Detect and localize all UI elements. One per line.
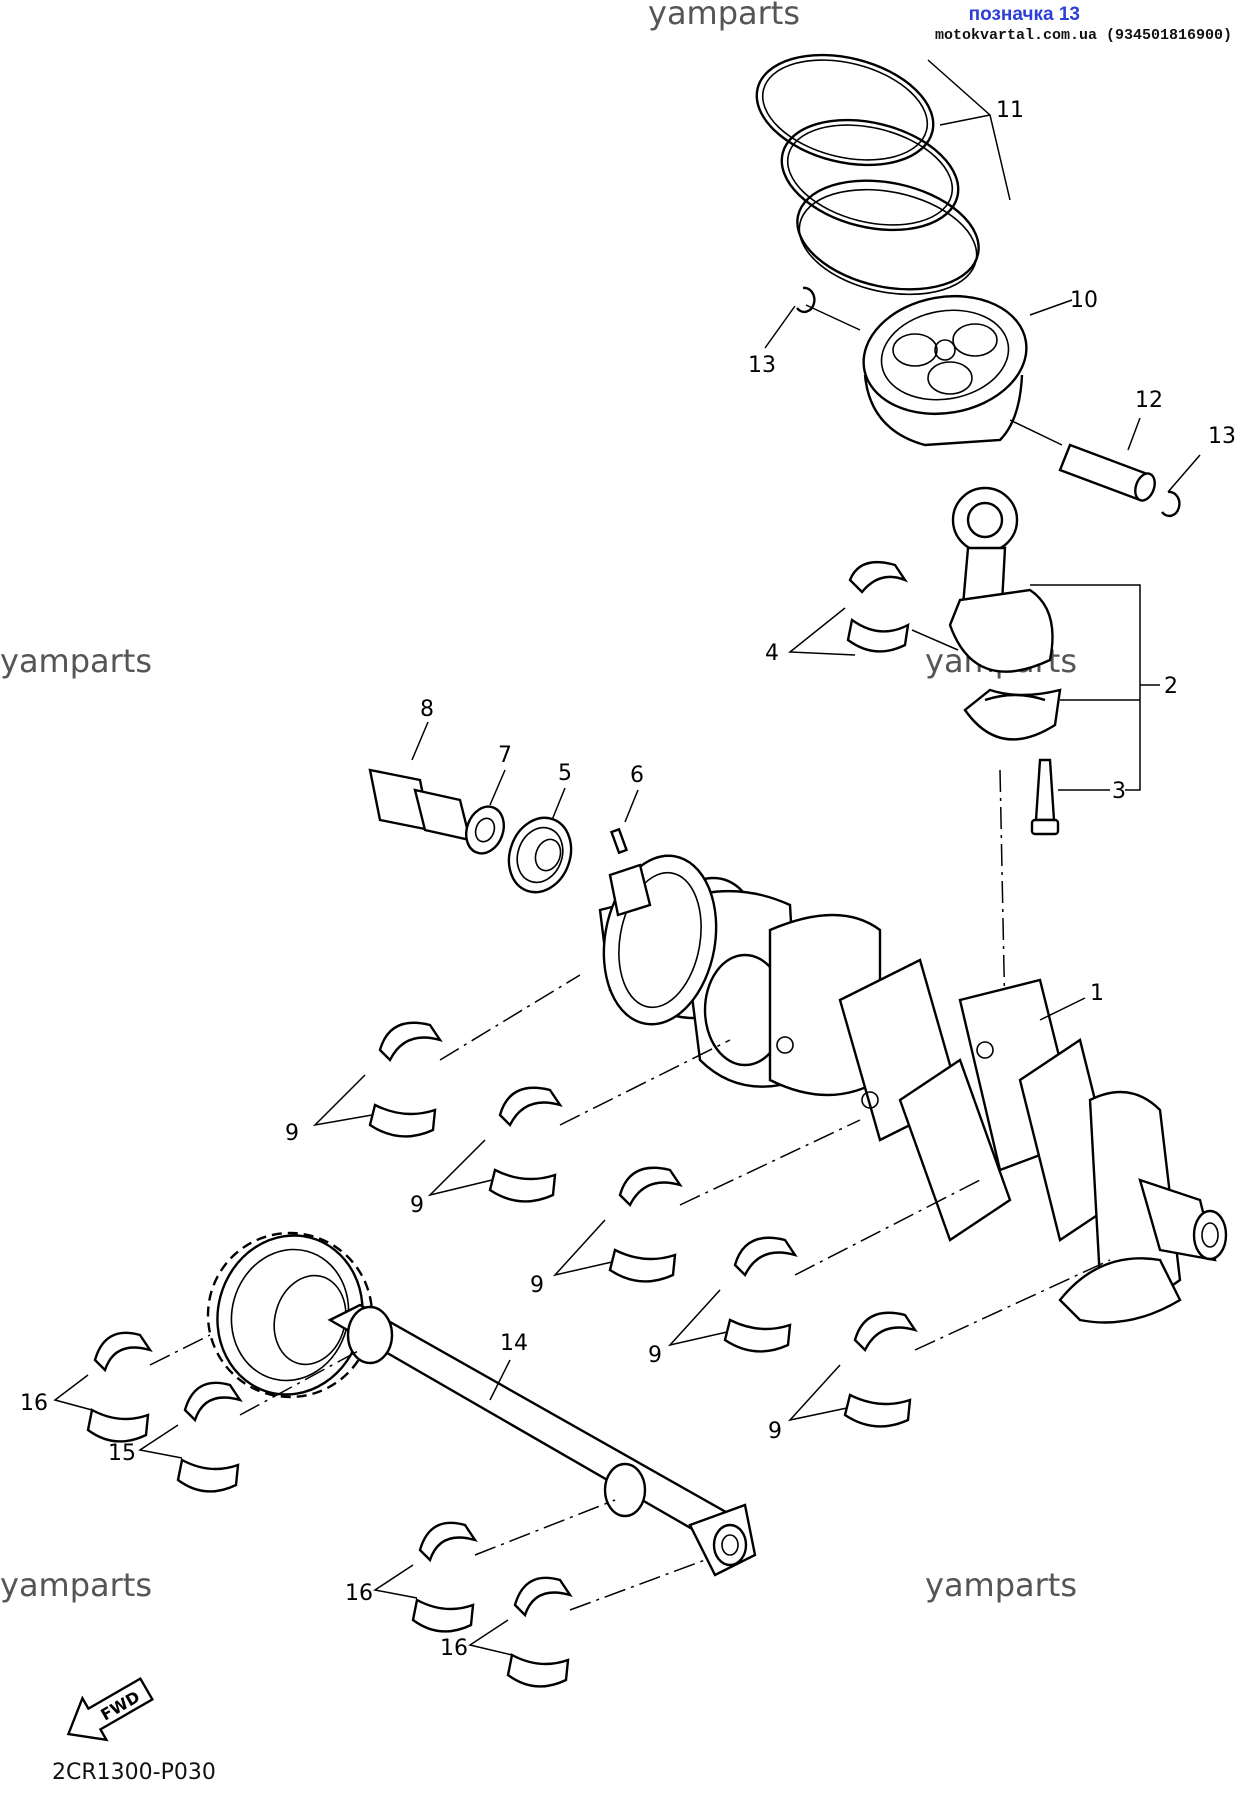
callout-2: 2 [1164,674,1178,699]
leader-6 [624,789,639,823]
dash-16a [149,1334,211,1366]
fwd-arrow: FWD [66,1676,155,1742]
callout-14: 14 [500,1331,528,1356]
piston-clip-left [796,286,816,314]
callout-13a: 13 [748,353,776,378]
leader-9b [427,1139,493,1197]
rod-bolt [1030,758,1060,836]
balancer-bearing-16a [86,1331,153,1443]
callout-9a: 9 [285,1121,299,1146]
leader-2-top [1030,584,1141,791]
leader-13a [764,305,796,349]
balancer-shaft [206,1231,757,1577]
leader-9a [312,1074,373,1127]
leader-16b [373,1564,418,1599]
callout-6: 6 [630,763,644,788]
dash-9d [794,1179,981,1276]
badge-site: motokvartal.com.ua (934501816900) [934,27,1232,44]
leader-9e [787,1364,848,1422]
leader-15 [138,1424,183,1459]
callout-11: 11 [996,98,1024,123]
leader-14 [489,1359,511,1401]
dash-16b [474,1499,616,1556]
callout-5: 5 [558,761,572,786]
piston-clip-right [1161,490,1181,518]
leader-8 [411,721,429,761]
piston-rings [755,53,980,296]
callout-1: 1 [1090,981,1104,1006]
leader-5 [551,787,566,821]
leader-9d [667,1289,728,1347]
dash-16c [569,1559,706,1611]
crank-end-bolt [368,768,472,842]
timing-gear [507,816,573,894]
callout-16c: 16 [440,1636,468,1661]
centerline-rod [999,769,1006,1021]
leader-4 [787,607,856,656]
callout-8: 8 [420,697,434,722]
watermark: yamparts [648,0,800,32]
balancer-bearing-15 [176,1381,243,1493]
watermark: yamparts [925,1566,1077,1604]
balancer-bearing-16b [411,1521,478,1633]
piston-pin [1058,443,1156,502]
leader-16c [468,1619,513,1656]
leader-4-dash [911,629,959,651]
piston [862,294,1028,447]
main-bearing-4 [723,1236,798,1353]
leader-pin-dash [1009,419,1063,446]
woodruff-key [609,827,629,855]
callout-13b: 13 [1208,424,1236,449]
main-bearing-5 [843,1311,918,1428]
leader-16a [53,1374,93,1411]
leader-12 [1127,417,1141,451]
leader-clip-left [805,304,861,331]
dash-15 [239,1349,361,1416]
badge-title: позначка 13 [968,4,1080,25]
connecting-rod [948,486,1062,741]
leader-13b [1167,454,1201,493]
balancer-bearing-16c [506,1576,573,1688]
dash-9a [439,974,581,1061]
leader-7 [489,769,506,806]
leader-1 [1039,997,1086,1021]
main-bearing-3 [608,1166,683,1283]
leader-10 [1029,299,1073,316]
rod-bearing-upper [846,560,910,653]
dash-9c [679,1119,861,1206]
callout-7: 7 [498,743,512,768]
callout-15: 15 [108,1441,136,1466]
callout-12: 12 [1135,388,1163,413]
callout-9d: 9 [648,1343,662,1368]
dash-9b [559,1039,731,1126]
crankshaft [598,854,1228,1324]
callout-16b: 16 [345,1581,373,1606]
figure-code: 2CR1300-P030 [52,1760,216,1785]
watermark: yamparts [0,1566,152,1604]
callout-9c: 9 [530,1273,544,1298]
washer [464,805,506,855]
main-bearing-1 [368,1021,443,1138]
callout-10: 10 [1070,288,1098,313]
leader-11b [939,114,991,126]
callout-16a: 16 [20,1391,48,1416]
watermark: yamparts [0,642,152,680]
dash-9e [914,1259,1111,1351]
leader-9c [552,1219,613,1277]
leader-11 [927,59,1011,201]
callout-3: 3 [1112,779,1126,804]
callout-9b: 9 [410,1193,424,1218]
callout-9e: 9 [768,1419,782,1444]
main-bearing-2 [488,1086,563,1203]
callout-4: 4 [765,641,779,666]
